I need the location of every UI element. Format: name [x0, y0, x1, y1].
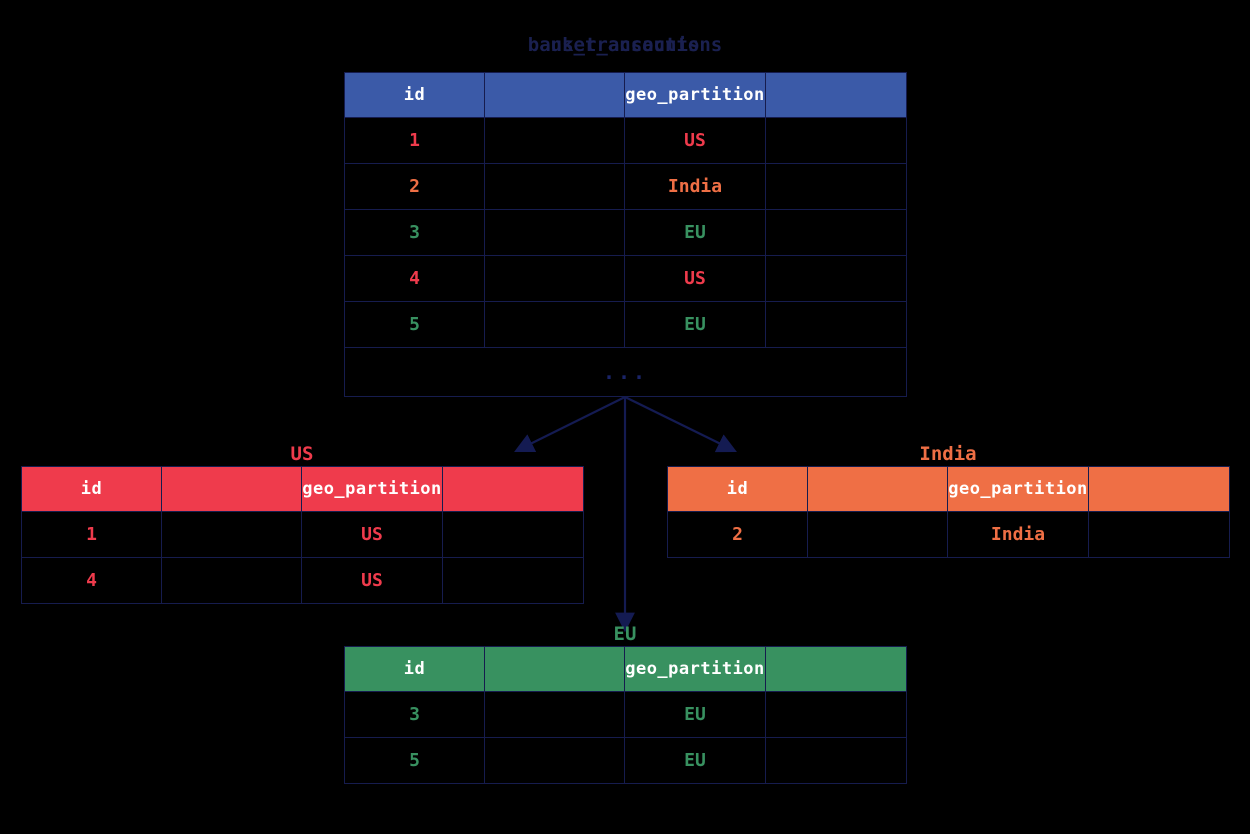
cell-blank-2 — [765, 255, 907, 302]
column-header-blank-1 — [161, 466, 302, 512]
column-header-blank-2 — [765, 72, 907, 118]
cell-id: 2 — [667, 511, 808, 558]
cell-geo-partition: EU — [624, 737, 766, 784]
source-table-overlay-title: user_accounts — [550, 34, 700, 56]
india-partition-title: India — [919, 443, 977, 465]
table-header-row: id geo_partition — [21, 466, 584, 512]
arrow-to-us-partition — [514, 396, 626, 453]
column-header-blank-1 — [807, 466, 948, 512]
table-row: 4 US — [344, 255, 907, 302]
column-header-blank-2 — [442, 466, 584, 512]
cell-blank-2 — [765, 737, 907, 784]
table-header-row: id geo_partition — [344, 646, 907, 692]
column-header-blank-2 — [1088, 466, 1230, 512]
column-header-blank-2 — [765, 646, 907, 692]
india-partition-table: id geo_partition 2 India — [667, 466, 1230, 558]
cell-id: 1 — [344, 117, 485, 164]
cell-blank-2 — [442, 557, 584, 604]
cell-blank-1 — [161, 511, 302, 558]
cell-geo-partition: US — [301, 511, 443, 558]
source-table-title: bank_transactions — [527, 34, 723, 56]
column-header-blank-1 — [484, 72, 625, 118]
cell-geo-partition: India — [624, 163, 766, 210]
table-row: 5 EU — [344, 737, 907, 784]
cell-id: 1 — [21, 511, 162, 558]
cell-blank-1 — [484, 737, 625, 784]
cell-geo-partition: EU — [624, 209, 766, 256]
column-header-id: id — [344, 646, 485, 692]
table-row: 1 US — [21, 511, 584, 558]
cell-blank-1 — [484, 117, 625, 164]
cell-id: 2 — [344, 163, 485, 210]
us-partition-title: US — [290, 443, 314, 465]
us-partition-table: id geo_partition 1 US 4 US — [21, 466, 584, 604]
table-header-row: id geo_partition — [344, 72, 907, 118]
eu-partition-title: EU — [613, 623, 637, 645]
cell-geo-partition: EU — [624, 691, 766, 738]
cell-geo-partition: EU — [624, 301, 766, 348]
table-header-row: id geo_partition — [667, 466, 1230, 512]
table-ellipsis-row: ... — [344, 347, 907, 397]
cell-blank-2 — [1088, 511, 1230, 558]
cell-blank-2 — [765, 691, 907, 738]
table-row: 1 US — [344, 117, 907, 164]
cell-id: 5 — [344, 737, 485, 784]
cell-blank-1 — [484, 209, 625, 256]
cell-blank-1 — [484, 255, 625, 302]
table-row: 3 EU — [344, 209, 907, 256]
cell-blank-1 — [807, 511, 948, 558]
cell-geo-partition: India — [947, 511, 1089, 558]
table-row: 2 India — [667, 511, 1230, 558]
cell-blank-2 — [765, 301, 907, 348]
cell-blank-2 — [442, 511, 584, 558]
table-row: 2 India — [344, 163, 907, 210]
cell-blank-2 — [765, 163, 907, 210]
cell-blank-1 — [484, 301, 625, 348]
column-header-id: id — [667, 466, 808, 512]
table-row: 4 US — [21, 557, 584, 604]
cell-blank-1 — [484, 691, 625, 738]
cell-geo-partition: US — [624, 117, 766, 164]
column-header-blank-1 — [484, 646, 625, 692]
cell-blank-2 — [765, 209, 907, 256]
cell-id: 4 — [344, 255, 485, 302]
table-row: 5 EU — [344, 301, 907, 348]
cell-geo-partition: US — [624, 255, 766, 302]
cell-blank-2 — [765, 117, 907, 164]
source-table: id geo_partition 1 US 2 India 3 — [344, 72, 907, 397]
ellipsis-label: ... — [344, 347, 907, 397]
column-header-geo-partition: geo_partition — [624, 72, 766, 118]
cell-geo-partition: US — [301, 557, 443, 604]
cell-id: 5 — [344, 301, 485, 348]
cell-blank-1 — [161, 557, 302, 604]
cell-blank-1 — [484, 163, 625, 210]
arrow-to-india-partition — [624, 396, 737, 453]
column-header-geo-partition: geo_partition — [947, 466, 1089, 512]
cell-id: 3 — [344, 691, 485, 738]
column-header-geo-partition: geo_partition — [624, 646, 766, 692]
eu-partition-table: id geo_partition 3 EU 5 EU — [344, 646, 907, 784]
column-header-geo-partition: geo_partition — [301, 466, 443, 512]
cell-id: 3 — [344, 209, 485, 256]
column-header-id: id — [344, 72, 485, 118]
table-row: 3 EU — [344, 691, 907, 738]
cell-id: 4 — [21, 557, 162, 604]
column-header-id: id — [21, 466, 162, 512]
